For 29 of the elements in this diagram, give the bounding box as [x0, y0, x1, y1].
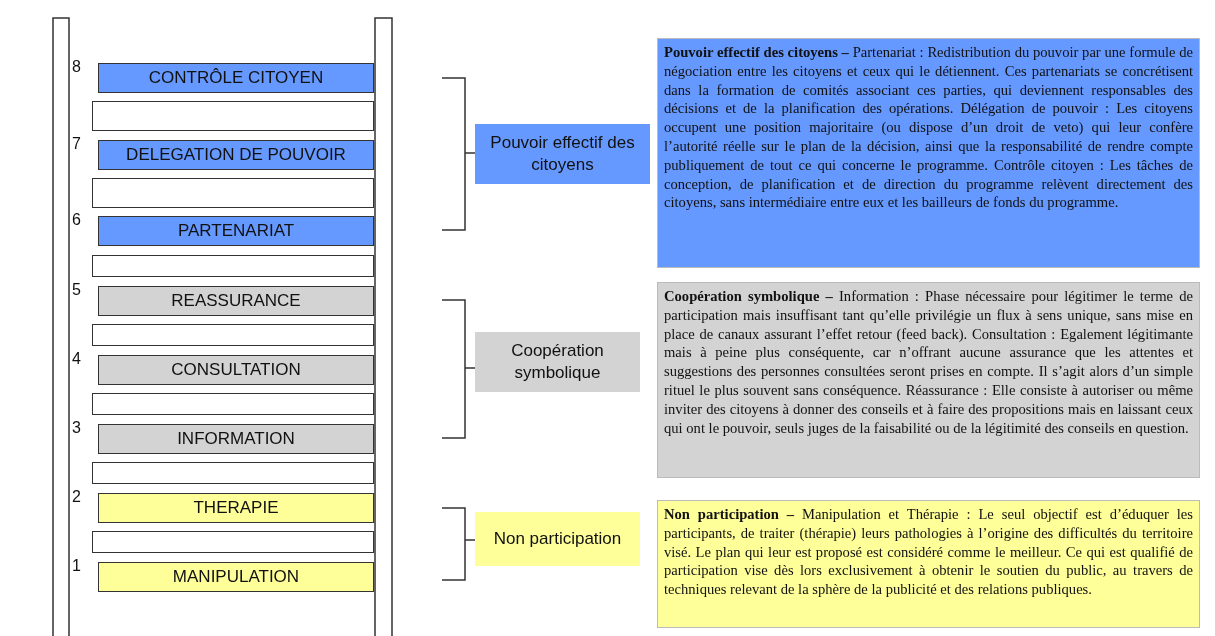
- ladder-rung: MANIPULATION: [98, 562, 374, 592]
- ladder-rung: INFORMATION: [98, 424, 374, 454]
- rung-number: 7: [72, 135, 81, 153]
- ladder-rung: THERAPIE: [98, 493, 374, 523]
- ladder-rung: [92, 531, 374, 553]
- rung-number: 6: [72, 211, 81, 229]
- group-label-box: Non participation: [475, 512, 640, 566]
- ladder-rung: [92, 178, 374, 208]
- rung-number: 2: [72, 488, 81, 506]
- rung-number: 4: [72, 350, 81, 368]
- rung-number: 3: [72, 419, 81, 437]
- ladder-rung: PARTENARIAT: [98, 216, 374, 246]
- ladder-rung: DELEGATION DE POUVOIR: [98, 140, 374, 170]
- ladder-rung: [92, 393, 374, 415]
- ladder-rung: REASSURANCE: [98, 286, 374, 316]
- description-box: Non participation – Manipulation et Thérapie : Le seul objectif est d’éduquer les participants, de traiter (thérapie) leurs pathologies à l’origine des difficultés du territoire visé. Le plan qui leur est proposé est considéré comme le meilleur. Ce qui est qualifié de participation vise dès lors exclusivement à obtenir le soutien du public, au travers de techniques relevant de la sphère de la publicité et des relations publiques.: [657, 500, 1200, 628]
- rung-number: 8: [72, 58, 81, 76]
- ladder-rung: [92, 462, 374, 484]
- group-label-box: Pouvoir effectif des citoyens: [475, 124, 650, 184]
- ladder-rung: CONSULTATION: [98, 355, 374, 385]
- ladder-rung: CONTRÔLE CITOYEN: [98, 63, 374, 93]
- group-label-box: Coopération symbolique: [475, 332, 640, 392]
- rung-number: 5: [72, 281, 81, 299]
- ladder-rung: [92, 324, 374, 346]
- ladder-rung: [92, 101, 374, 131]
- description-box: Coopération symbolique – Information : Phase nécessaire pour légitimer le terme de participation mais insuffisant tant qu’elle privilégie un flux à sens unique, sans mise en place de canaux assurant l’effet retour (feed back). Consultation : Egalement légitimante mais à peine plus conséquente, car n’offrant aucune assurance que les attentes et suggestions des personnes consultées seront prises en compte. Il s’agit alors d’un simple rituel le plus souvent sans conséquence. Réassurance : Elle consiste à autoriser ou même inviter des citoyens à donner des conseils et à faire des propositions mais en laissant ceux qui ont le pouvoir, seuls juges de la faisabilité ou de la légitimité des conseils en question.: [657, 282, 1200, 478]
- rung-number: 1: [72, 557, 81, 575]
- description-box: Pouvoir effectif des citoyens – Partenariat : Redistribution du pouvoir par une formule de négociation entre les citoyens et ceux qui le détiennent. Ces partenariats se concrétisent dans la formation de comités associant ces parties, qui deviennent responsables des décisions et de la planification des opérations. Délégation de pouvoir : Les citoyens occupent une position majoritaire (ou dispose d’un droit de veto) qui leur confère l’autorité réelle sur le plan de la décision, ainsi que la responsabilité de rendre compte publiquement de tout ce qui concerne le programme. Contrôle citoyen : Les tâches de conception, de planification et de direction du programme relèvent directement des citoyens, sans intermédiaire entre eux et les bailleurs de fonds du programme.: [657, 38, 1200, 268]
- ladder-rung: [92, 255, 374, 277]
